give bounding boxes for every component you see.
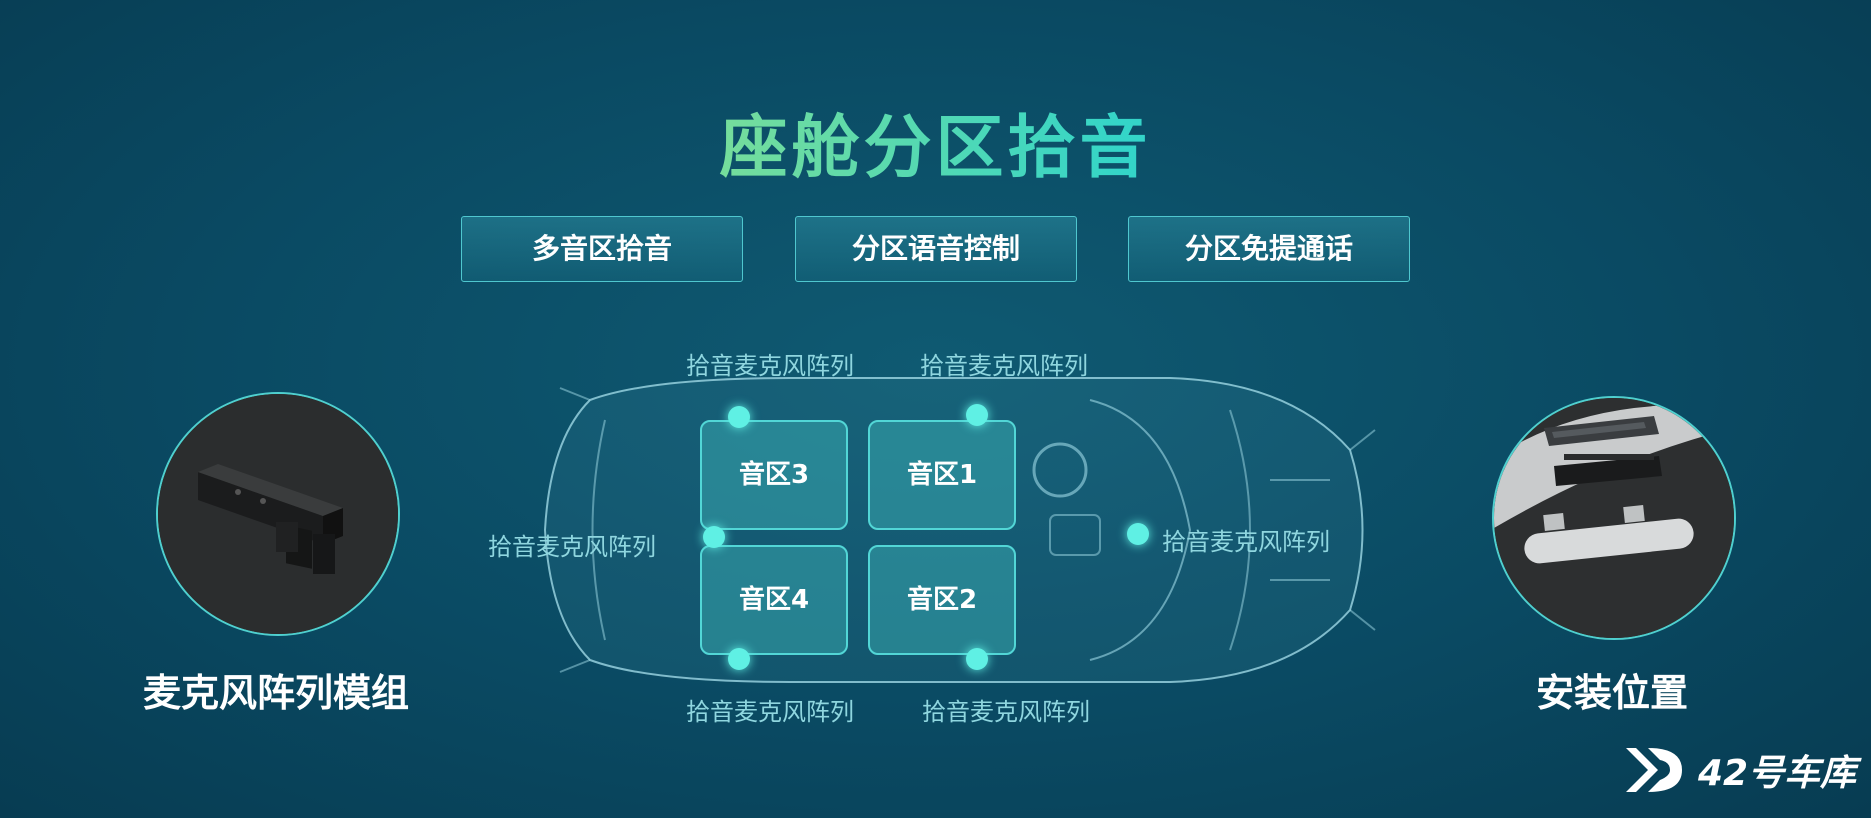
- mic-label-top-left: 拾音麦克风阵列: [686, 352, 854, 380]
- mic-module-label: 麦克风阵列模组: [142, 671, 409, 715]
- page-title: 座舱分区拾音: [0, 92, 1871, 191]
- zone-4: 音区4: [700, 545, 848, 655]
- install-location-image: [1492, 396, 1736, 640]
- mic-dot-middle-left: [703, 526, 725, 548]
- mic-module-image: [156, 392, 400, 636]
- car-outline: [543, 377, 1376, 683]
- tab-multi-zone-pickup[interactable]: 多音区拾音: [461, 216, 743, 282]
- mic-dot-middle-right: [1127, 523, 1149, 545]
- watermark: 42号车库: [1618, 740, 1858, 800]
- mic-label-bottom-left: 拾音麦克风阵列: [686, 698, 854, 726]
- mic-dot-top-left: [728, 406, 750, 428]
- zone-2: 音区2: [868, 545, 1016, 655]
- mic-module-icon: [158, 394, 398, 634]
- mic-dot-top-right: [966, 404, 988, 426]
- install-location-icon: [1494, 398, 1734, 638]
- mic-label-top-right: 拾音麦克风阵列: [920, 352, 1088, 380]
- mic-label-middle-left: 拾音麦克风阵列: [488, 533, 656, 561]
- zone-1: 音区1: [868, 420, 1016, 530]
- install-location-label: 安装位置: [1535, 671, 1688, 715]
- zone-3: 音区3: [700, 420, 848, 530]
- mic-dot-bottom-left: [728, 648, 750, 670]
- tab-zone-handsfree-call[interactable]: 分区免提通话: [1128, 216, 1410, 282]
- tab-zone-voice-control[interactable]: 分区语音控制: [795, 216, 1077, 282]
- watermark-text: 42号车库: [1698, 753, 1857, 794]
- mic-dot-bottom-right: [966, 648, 988, 670]
- garage-logo-icon: [1626, 748, 1682, 792]
- mic-label-middle-right: 拾音麦克风阵列: [1162, 528, 1330, 556]
- mic-label-bottom-right: 拾音麦克风阵列: [922, 698, 1090, 726]
